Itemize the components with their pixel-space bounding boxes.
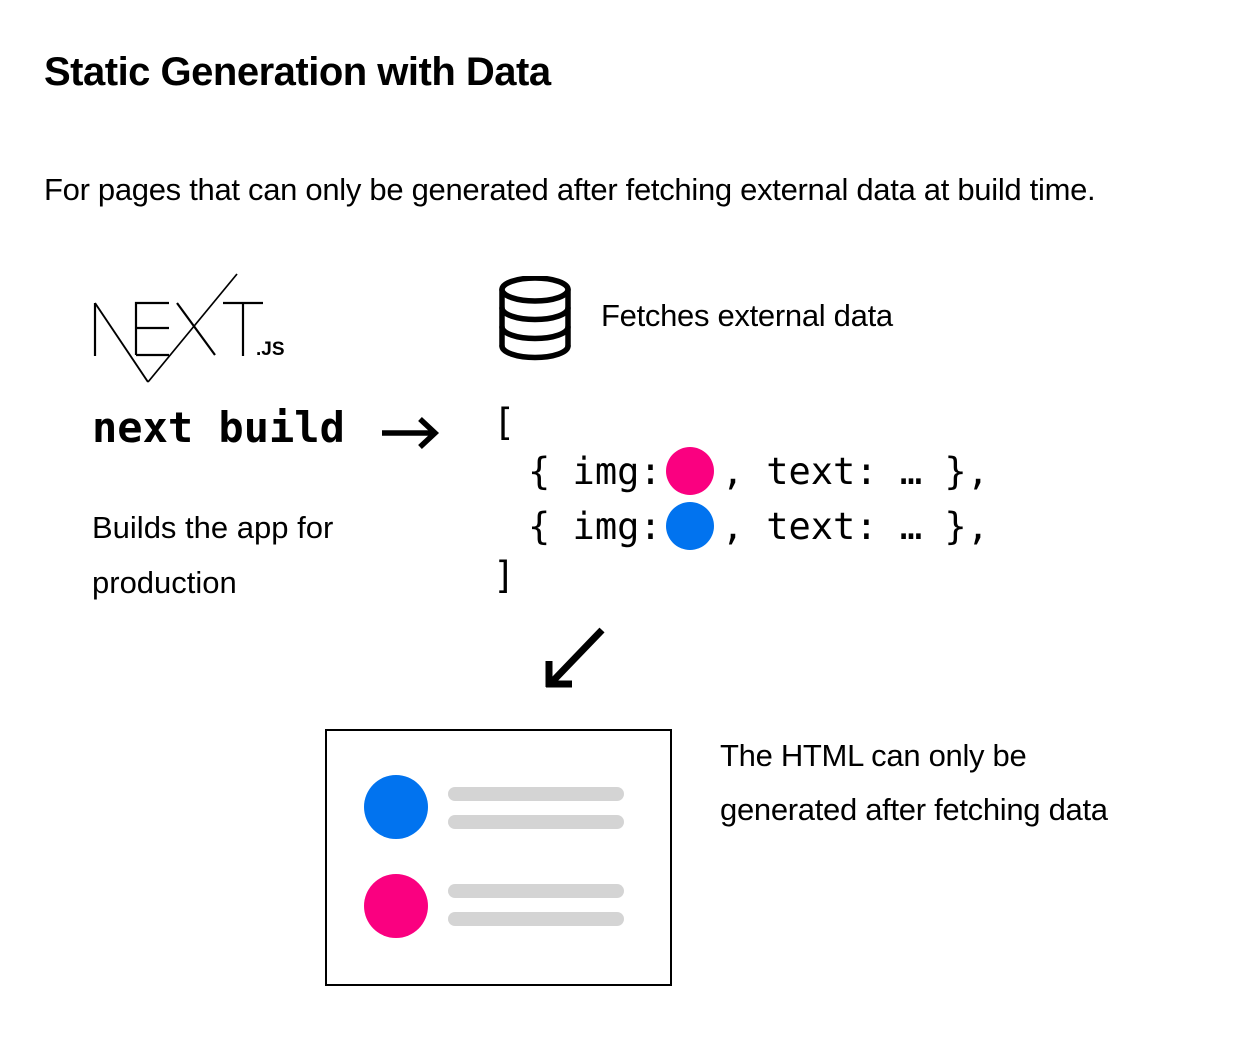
text-placeholder-bar (448, 787, 624, 801)
code-row-text: , text: … }, (721, 504, 989, 548)
build-description-line: Builds the app for (92, 510, 334, 545)
code-row-text: { img: (528, 449, 662, 493)
code-row-text: , text: … }, (721, 449, 989, 493)
blue-image-dot (665, 502, 714, 550)
blue-avatar-circle (364, 775, 428, 839)
code-row-text: { img: (528, 504, 662, 548)
database-icon (499, 276, 571, 361)
fetch-step-label: Fetches external data (601, 298, 893, 333)
text-placeholder-bar (448, 912, 624, 926)
right-arrow-icon (382, 416, 440, 450)
result-caption: The HTML can only be generated after fet… (720, 729, 1108, 837)
code-row: { img: , text: … }, (528, 502, 989, 550)
page-subtitle: For pages that can only be generated aft… (44, 172, 1096, 207)
pink-image-dot (665, 447, 714, 495)
html-result-card (325, 729, 672, 986)
down-left-arrow-icon (545, 627, 605, 688)
pink-avatar-circle (364, 874, 428, 938)
nextjs-logo-icon: .JS (93, 273, 285, 383)
nextjs-logo-suffix: .JS (256, 339, 285, 360)
build-description: Builds the app for production (92, 500, 333, 610)
code-row: { img: , text: … }, (528, 447, 989, 495)
result-caption-line: generated after fetching data (720, 792, 1108, 827)
build-description-line: production (92, 565, 237, 600)
code-close-bracket: ] (493, 554, 516, 597)
code-open-bracket: [ (493, 401, 516, 444)
page-title: Static Generation with Data (44, 50, 551, 94)
text-placeholder-bar (448, 884, 624, 898)
build-command-text: next build (92, 403, 345, 452)
text-placeholder-bar (448, 815, 624, 829)
result-caption-line: The HTML can only be (720, 738, 1027, 773)
